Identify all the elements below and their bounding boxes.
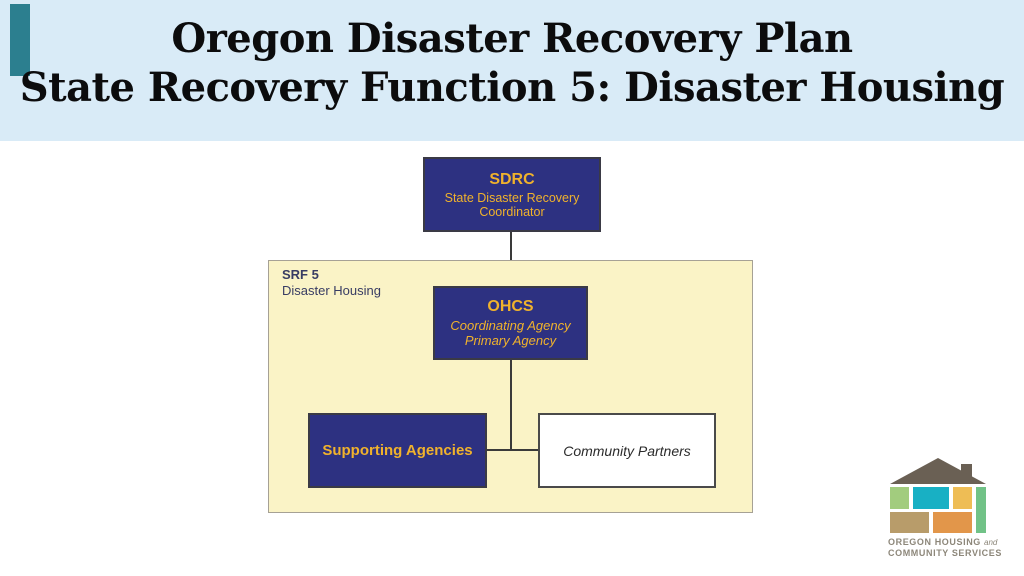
ohcs-subtitle-line2: Primary Agency bbox=[464, 333, 557, 348]
logo-block-orange bbox=[933, 512, 972, 533]
title-line-1: Oregon Disaster Recovery Plan bbox=[171, 15, 853, 62]
slide-header: Oregon Disaster Recovery Plan State Reco… bbox=[0, 0, 1024, 141]
logo-block-teal bbox=[913, 487, 949, 509]
community-partners-box: Community Partners bbox=[538, 413, 716, 488]
ohcs-title: OHCS bbox=[487, 298, 534, 315]
sdrc-box: SDRC State Disaster Recovery Coordinator bbox=[423, 157, 601, 232]
diagram-canvas: SDRC State Disaster Recovery Coordinator… bbox=[0, 141, 1024, 576]
srf5-panel-label: SRF 5 Disaster Housing bbox=[282, 267, 381, 299]
connector-ohcs-down bbox=[510, 360, 512, 451]
logo-and: and bbox=[984, 538, 998, 547]
connector-sdrc-ohcs bbox=[510, 232, 512, 286]
ohcs-subtitle-line1: Coordinating Agency bbox=[450, 318, 571, 333]
sdrc-subtitle-line2: Coordinator bbox=[479, 204, 545, 219]
supporting-agencies-label: Supporting Agencies bbox=[322, 441, 473, 459]
community-partners-label: Community Partners bbox=[563, 442, 691, 459]
ohcs-logo: OREGON HOUSING and COMMUNITY SERVICES bbox=[888, 456, 1002, 566]
logo-line2: COMMUNITY SERVICES bbox=[888, 548, 1002, 558]
logo-block-light-green bbox=[890, 487, 909, 509]
logo-block-yellow bbox=[953, 487, 972, 509]
ohcs-subtitle: Coordinating Agency Primary Agency bbox=[450, 318, 570, 348]
srf5-label: SRF 5 bbox=[282, 267, 319, 282]
disaster-housing-label: Disaster Housing bbox=[282, 283, 381, 298]
logo-roof-icon bbox=[890, 458, 986, 484]
sdrc-title: SDRC bbox=[489, 170, 535, 188]
logo-block-tan bbox=[890, 512, 929, 533]
sdrc-subtitle: State Disaster Recovery Coordinator bbox=[445, 191, 580, 219]
ohcs-box: OHCS Coordinating Agency Primary Agency bbox=[433, 286, 588, 360]
connector-supporting-community bbox=[487, 449, 538, 451]
teal-accent-bar bbox=[10, 4, 30, 76]
sdrc-subtitle-line1: State Disaster Recovery bbox=[444, 190, 580, 205]
slide-title: Oregon Disaster Recovery Plan State Reco… bbox=[0, 14, 1024, 112]
title-line-2: State Recovery Function 5: Disaster Hous… bbox=[19, 64, 1005, 111]
logo-block-green-bar bbox=[976, 487, 986, 533]
logo-wordmark: OREGON HOUSING and COMMUNITY SERVICES bbox=[888, 537, 1002, 559]
supporting-agencies-box: Supporting Agencies bbox=[308, 413, 487, 488]
logo-line1: OREGON HOUSING bbox=[888, 537, 981, 547]
